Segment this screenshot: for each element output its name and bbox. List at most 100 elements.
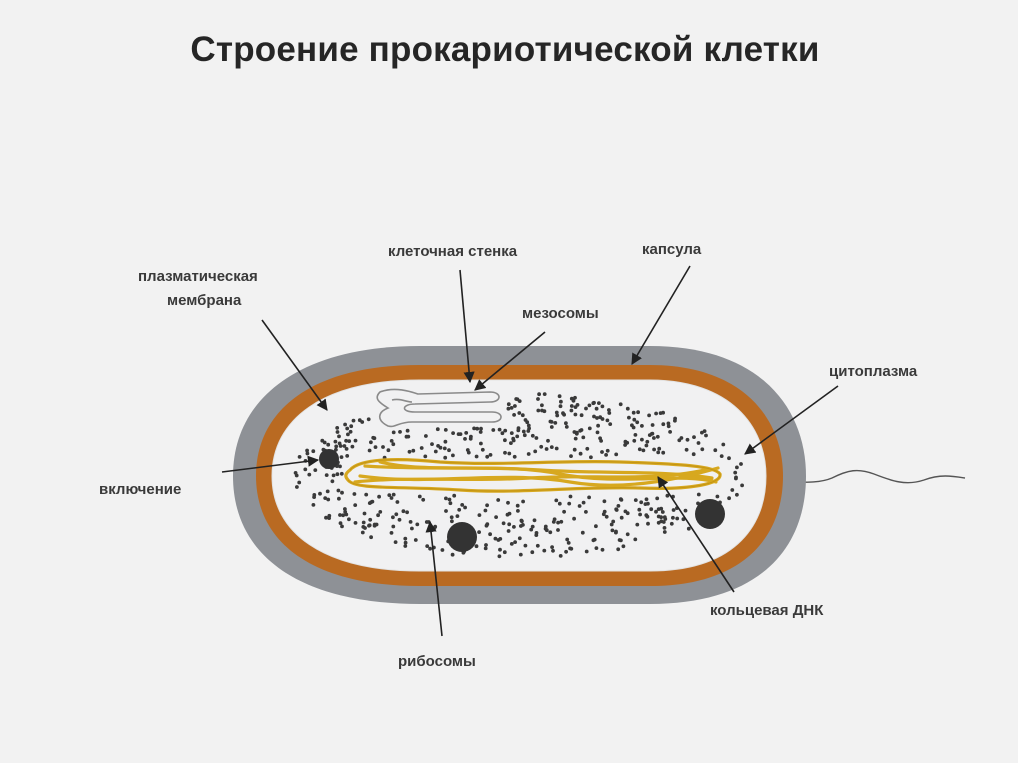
ribosome-dot xyxy=(519,524,523,528)
ribosome-dot xyxy=(605,418,610,423)
ribosome-dot xyxy=(336,488,341,493)
ribosome-dot xyxy=(553,421,558,425)
ribosome-dot xyxy=(353,521,358,525)
ribosome-dot xyxy=(719,454,724,458)
ribosome-dot xyxy=(344,447,349,451)
ribosome-dot xyxy=(546,438,550,443)
ribosome-dot xyxy=(498,547,502,552)
ribosome-dot xyxy=(661,422,666,427)
ribosome-dot xyxy=(483,508,488,513)
ribosome-dot xyxy=(480,447,485,452)
ribosome-dot xyxy=(463,505,467,510)
ribosome-dot xyxy=(721,442,726,447)
ribosome-dot xyxy=(340,490,344,495)
ribosome-dot xyxy=(522,433,527,438)
ribosome-dot xyxy=(551,520,556,524)
ribosome-dot xyxy=(517,536,522,541)
ribosome-dot xyxy=(338,513,342,517)
ribosome-dot xyxy=(587,495,591,500)
ribosome-dot xyxy=(517,411,522,415)
ribosome-dot xyxy=(378,510,383,514)
ribosome-dot xyxy=(506,406,511,411)
label-ribosomes: рибосомы xyxy=(398,653,476,670)
ribosome-dot xyxy=(647,433,652,437)
ribosome-dot xyxy=(568,546,572,551)
ribosome-dot xyxy=(536,408,541,413)
ribosome-dot xyxy=(611,519,616,524)
ribosome-dot xyxy=(521,429,526,434)
ribosome-dot xyxy=(572,447,577,452)
label-cytoplasm: цитоплазма xyxy=(829,363,918,380)
ribosome-dot xyxy=(324,473,329,477)
ribosome-dot xyxy=(540,408,544,413)
label-plasma-membrane-2: мембрана xyxy=(167,292,242,309)
ribosome-dot xyxy=(592,400,596,405)
ribosome-dot xyxy=(530,524,535,529)
ribosome-dot xyxy=(700,430,704,435)
ribosome-dot xyxy=(457,507,462,512)
ribosome-dot xyxy=(614,529,618,534)
ribosome-dot xyxy=(666,421,671,426)
ribosome-dot xyxy=(572,430,577,434)
label-capsule: капсула xyxy=(642,241,702,258)
ribosome-dot xyxy=(339,471,344,476)
ribosome-dot xyxy=(643,502,648,506)
ribosome-dot xyxy=(573,395,577,400)
ribosome-dot xyxy=(421,497,426,502)
ribosome-dot xyxy=(366,417,371,422)
ribosome-dot xyxy=(444,496,448,501)
ribosome-dot xyxy=(633,537,638,542)
ribosome-dot xyxy=(341,513,345,518)
ribosome-dot xyxy=(537,392,541,397)
ribosome-dot xyxy=(515,434,520,439)
ribosome-dot xyxy=(659,506,664,511)
ribosome-dot xyxy=(430,442,434,446)
ribosome-dot xyxy=(343,422,347,427)
ribosome-dot xyxy=(367,523,371,528)
ribosome-dot xyxy=(443,455,448,460)
ribosome-dot xyxy=(594,524,598,529)
ribosome-dot xyxy=(311,449,316,454)
inclusion-1 xyxy=(319,449,339,469)
ribosome-dot xyxy=(466,450,471,455)
ribosome-dot xyxy=(488,453,493,457)
ribosome-dot xyxy=(566,541,571,545)
ribosome-dot xyxy=(633,433,638,437)
page-title: Строение прокариотической клетки xyxy=(190,30,820,69)
ribosome-dot xyxy=(654,411,658,416)
ribosome-dot xyxy=(645,439,650,444)
ribosome-dot xyxy=(334,447,338,452)
label-mesosomes: мезосомы xyxy=(522,305,599,322)
ribosome-dot xyxy=(507,511,512,516)
ribosome-dot xyxy=(616,504,621,508)
ribosome-dot xyxy=(526,423,531,428)
ribosome-dot xyxy=(529,527,534,532)
ribosome-dot xyxy=(325,489,330,494)
ribosome-dot xyxy=(665,493,670,498)
ribosome-dot xyxy=(497,427,502,432)
ribosome-dot xyxy=(692,435,696,439)
ribosome-dot xyxy=(549,420,554,424)
ribosome-dot xyxy=(662,530,667,534)
ribosome-dot xyxy=(691,452,696,457)
ribosome-dot xyxy=(657,446,662,451)
ribosome-dot xyxy=(406,434,411,439)
ribosome-dot xyxy=(450,552,455,557)
pointer-inclusion xyxy=(221,455,320,473)
ribosome-dot xyxy=(346,432,350,437)
ribosome-dot xyxy=(515,503,520,508)
ribosome-dot xyxy=(485,503,489,508)
ribosome-dot xyxy=(572,516,576,521)
ribosome-dot xyxy=(391,515,395,520)
ribosome-dot xyxy=(619,538,623,543)
ribosome-dot xyxy=(424,520,429,524)
ribosome-dot xyxy=(686,526,691,531)
ribosome-dot xyxy=(443,428,448,432)
ribosome-dot xyxy=(633,498,638,502)
ribosome-dot xyxy=(411,448,416,453)
ribosome-dot xyxy=(408,520,413,524)
ribosome-dot xyxy=(323,496,328,500)
ribosome-dot xyxy=(557,394,562,399)
ribosome-dot xyxy=(410,526,414,531)
ribosome-dot xyxy=(631,410,636,415)
